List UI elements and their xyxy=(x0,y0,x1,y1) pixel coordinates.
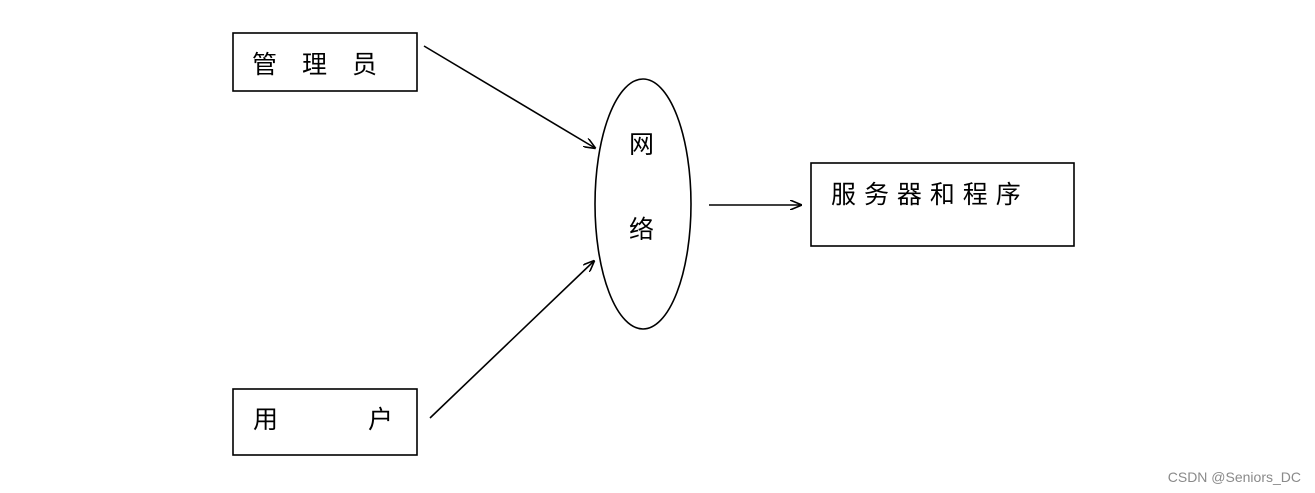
network-ellipse xyxy=(594,78,692,330)
server-node: 服 务 器 和 程 序 xyxy=(810,162,1075,247)
network-node: 网 络 xyxy=(594,78,692,330)
server-label: 服 务 器 和 程 序 xyxy=(831,180,1021,209)
user-to-network-arrow xyxy=(429,261,594,419)
watermark-text: CSDN @Seniors_DC xyxy=(1167,469,1301,485)
server-box xyxy=(810,162,1075,247)
user-label-right: 户 xyxy=(368,405,393,434)
user-box xyxy=(232,388,418,456)
admin-label: 管 理 员 xyxy=(252,50,377,79)
admin-to-network-arrow xyxy=(423,45,595,148)
network-label-line1: 网 xyxy=(629,130,654,159)
user-node: 用 户 xyxy=(232,388,418,456)
admin-box xyxy=(232,32,418,92)
user-label-left: 用 xyxy=(253,405,278,434)
network-label-line2: 络 xyxy=(629,215,654,244)
admin-node: 管 理 员 xyxy=(232,32,418,92)
